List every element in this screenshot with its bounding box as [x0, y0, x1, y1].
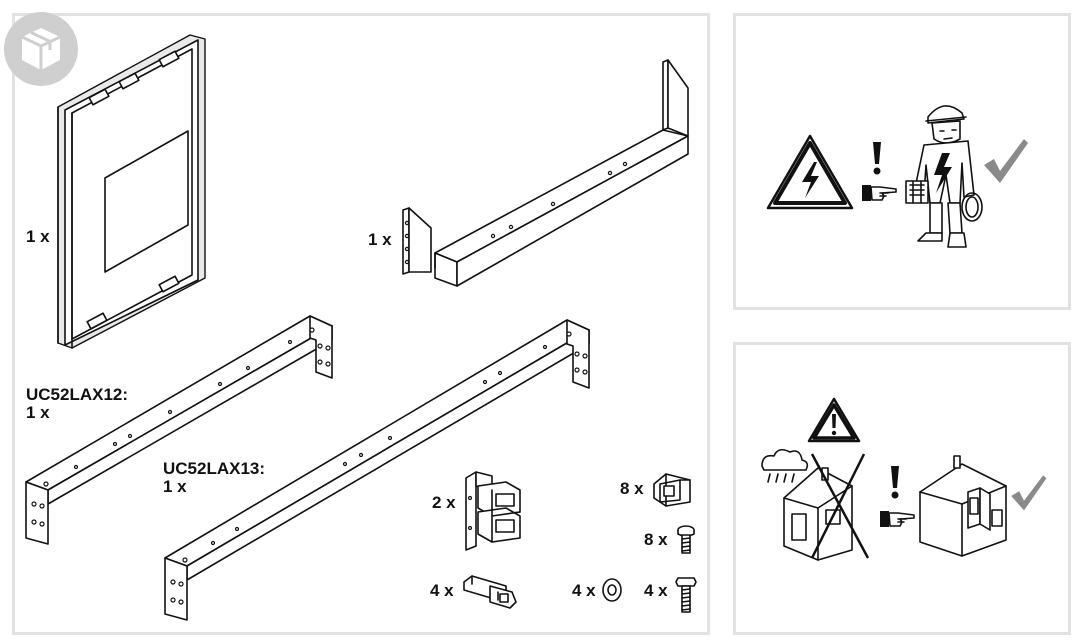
weather-safety-panel	[733, 342, 1071, 635]
long-bolt-qty: 4 x	[644, 581, 668, 600]
terminal-block-qty: 2 x	[432, 493, 456, 512]
pointing-hand-icon-2	[880, 511, 915, 527]
rail-uc52lax12-label: UC52LAX12: 1 x	[26, 385, 129, 422]
crossed-house-rain-icon	[761, 448, 870, 561]
exclamation-icon	[873, 142, 881, 175]
u-frame-qty: 1 x	[368, 230, 392, 249]
rail-uc52lax13-label: UC52LAX13: 1 x	[163, 459, 266, 496]
checkmark-icon	[984, 139, 1028, 183]
connector-drawing	[463, 575, 517, 609]
terminal-block-drawing	[465, 471, 521, 551]
rail-uc52lax12-drawing	[25, 315, 333, 545]
pointing-hand-icon	[862, 185, 897, 201]
connector-qty: 4 x	[430, 581, 454, 600]
checkmark-icon-2	[1011, 475, 1047, 511]
high-voltage-warning-icon	[766, 134, 854, 210]
exclamation-icon-2	[891, 466, 899, 499]
washer-qty: 4 x	[572, 581, 596, 600]
caution-triangle-icon	[807, 397, 861, 443]
short-screw-drawing	[677, 525, 695, 554]
house-indoor-icon	[919, 455, 1007, 557]
rail-uc52lax13-drawing	[164, 319, 590, 621]
package-box-icon	[4, 12, 78, 86]
washer-drawing	[602, 578, 622, 602]
door-panel-drawing	[57, 34, 206, 349]
electrical-safety-panel	[733, 13, 1071, 310]
clip-nut-drawing	[653, 473, 691, 507]
door-panel-qty: 1 x	[26, 227, 50, 246]
electrician-icon	[905, 105, 983, 248]
short-screw-qty: 8 x	[644, 530, 668, 549]
long-bolt-drawing	[675, 577, 697, 613]
clip-nut-qty: 8 x	[620, 479, 644, 498]
u-frame-drawing	[402, 59, 689, 287]
